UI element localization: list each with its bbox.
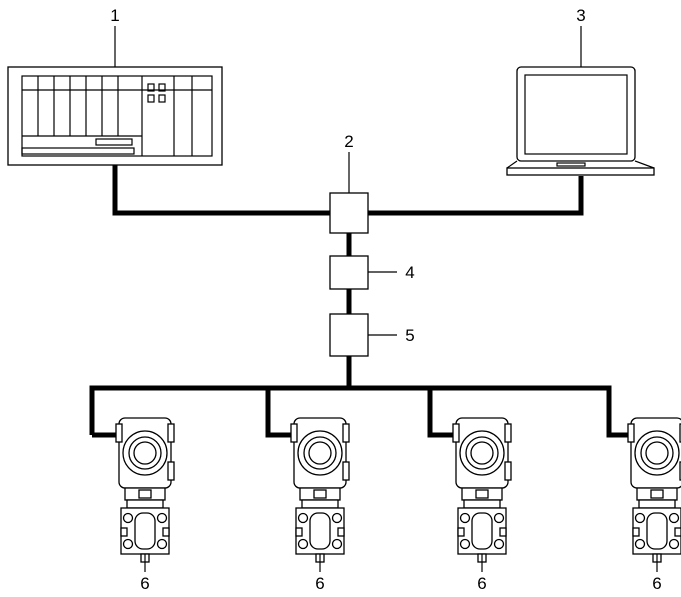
callout-5: 5 xyxy=(405,326,414,345)
controller-link xyxy=(112,165,330,216)
transmitter-icon-4 xyxy=(627,417,681,563)
switch-box xyxy=(329,192,369,234)
callout-6-third: 6 xyxy=(477,574,486,593)
callout-6-fourth: 6 xyxy=(652,574,661,593)
drop-line-2 xyxy=(265,388,294,438)
module-box-5 xyxy=(329,313,369,357)
drop-line-3 xyxy=(427,388,456,438)
callout-3: 3 xyxy=(576,6,585,25)
callout-4: 4 xyxy=(405,263,414,282)
module-box-4 xyxy=(329,255,369,290)
controller-rack-icon xyxy=(7,66,223,166)
callout-1: 1 xyxy=(110,6,119,25)
callout-2: 2 xyxy=(344,132,353,151)
laptop-icon xyxy=(506,66,655,176)
callout-6-first: 6 xyxy=(140,574,149,593)
transmitter-icon-2 xyxy=(290,417,350,563)
field-bus xyxy=(89,385,628,438)
transmitter-icon-3 xyxy=(452,417,512,563)
transmitter-icon-1 xyxy=(115,417,175,563)
callout-6-second: 6 xyxy=(315,574,324,593)
laptop-link xyxy=(368,176,584,216)
